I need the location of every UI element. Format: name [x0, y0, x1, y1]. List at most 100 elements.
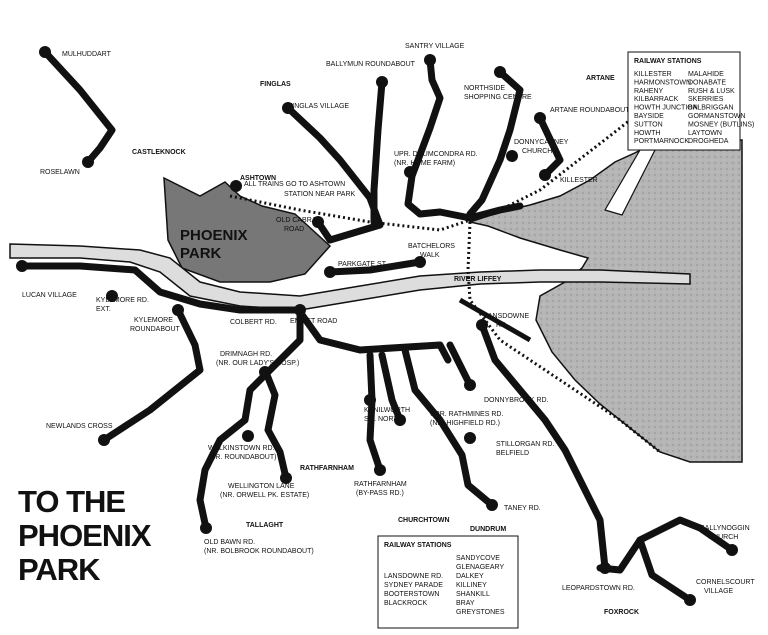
river-liffey: [9, 243, 691, 311]
label-drumcondra-2: (NR. HOME FARM): [394, 160, 455, 167]
label-donnycarney-1: DONNYCARNEY: [514, 139, 569, 146]
label-batchelors-2: WALK: [420, 252, 440, 259]
label-roselawn: ROSELAWN: [40, 169, 80, 176]
label-walkinstown-1: WALKINSTOWN RD.: [208, 445, 275, 452]
label-rathfarnham: RATHFARNHAM: [300, 465, 354, 472]
label-kenilworth-1: KENILWORTH: [364, 407, 410, 414]
label-newlands: NEWLANDS CROSS: [46, 423, 113, 430]
label-wellington-2: (NR. ORWELL PK. ESTATE): [220, 492, 309, 499]
label-donnybrook: DONNYBROOK RD.: [484, 397, 549, 404]
label-lucan: LUCAN VILLAGE: [22, 292, 77, 299]
label-kylemore-rb-1: KYLEMORE: [134, 317, 173, 324]
railway-north-station: KILLESTER: [634, 71, 672, 78]
place-labels: MULHUDDART ROSELAWN CASTLEKNOCK FINGLAS …: [22, 43, 755, 616]
label-kylemore-2: EXT.: [96, 306, 111, 313]
label-finglas: FINGLAS: [260, 81, 291, 88]
label-leopardstown: LEOPARDSTOWN RD.: [562, 585, 635, 592]
label-stillorgan-1: STILLORGAN RD.: [496, 441, 554, 448]
dublin-bay: [467, 139, 743, 463]
label-cornelscourt-1: CORNELSCOURT: [696, 579, 755, 586]
label-artane-rb: ARTANE ROUNDABOUT: [550, 107, 630, 114]
railway-north-station: HOWTH JUNCTION: [634, 105, 698, 112]
railway-south-station: GLENAGEARY: [456, 564, 504, 571]
label-rathmines-1: UPR. RATHMINES RD.: [430, 411, 503, 418]
label-churchtown: CHURCHTOWN: [398, 517, 450, 524]
railway-north-station: DONABATE: [688, 79, 726, 86]
label-colbert: COLBERT RD.: [230, 319, 277, 326]
railway-north-title: RAILWAY STATIONS: [634, 58, 702, 65]
label-finglas-village: FINGLAS VILLAGE: [288, 103, 349, 110]
railway-south-station: BOOTERSTOWN: [384, 591, 439, 598]
label-kenilworth-2: SQ. NORTH: [364, 416, 403, 423]
railway-north-station: SUTTON: [634, 121, 663, 128]
label-wellington-1: WELLINGTON LANE: [228, 483, 295, 490]
label-drumcondra-1: UPR. DRUMCONDRA RD.: [394, 151, 478, 158]
label-old-cabra-1: OLD CABRA: [276, 217, 317, 224]
label-old-bawn-1: OLD BAWN RD.: [204, 539, 255, 546]
title-line1: TO THE: [18, 484, 125, 519]
railway-north-station: RAHENY: [634, 88, 664, 95]
label-dundrum: DUNDRUM: [470, 526, 506, 533]
railway-north-station: HARMONSTOWN: [634, 79, 691, 86]
label-lansdowne-1: LANSDOWNE: [484, 313, 529, 320]
label-old-cabra-2: ROAD: [284, 226, 304, 233]
park-label-line1: PHOENIX: [180, 227, 248, 244]
label-parkgate: PARKGATE ST.: [338, 261, 387, 268]
label-artane: ARTANE: [586, 75, 615, 82]
railway-south-col1: LANSDOWNE RD.SYDNEY PARADEBOOTERSTOWNBLA…: [384, 573, 443, 607]
railway-south-station: GREYSTONES: [456, 609, 505, 616]
label-trains-1: ALL TRAINS GO TO ASHTOWN: [244, 181, 345, 188]
label-tallaght: TALLAGHT: [246, 522, 284, 529]
railway-stations-south-box: RAILWAY STATIONS LANSDOWNE RD.SYDNEY PAR…: [377, 535, 519, 629]
label-emmet: EMMET ROAD: [290, 318, 337, 325]
title-line2: PHOENIX: [18, 518, 152, 553]
railway-south-station: SHANKILL: [456, 591, 490, 598]
railway-south-station: LANSDOWNE RD.: [384, 573, 443, 580]
river-label: RIVER LIFFEY: [454, 276, 502, 283]
railway-south-station: SANDYCOVE: [456, 555, 500, 562]
label-crumlin-1: DRIMNAGH RD.: [220, 351, 272, 358]
label-trains-2: STATION NEAR PARK: [284, 191, 356, 198]
dock-channel: [458, 297, 532, 343]
railway-north-station: BALBRIGGAN: [688, 105, 734, 112]
park-label-line2: PARK: [180, 245, 222, 262]
railway-north-station: LAYTOWN: [688, 130, 722, 137]
label-kylemore-1: KYLEMORE RD.: [96, 297, 149, 304]
label-castleknock: CASTLEKNOCK: [132, 149, 186, 156]
label-foxrock: FOXROCK: [604, 609, 639, 616]
label-rathmines-2: (NR. HIGHFIELD RD.): [430, 420, 500, 427]
label-kylemore-rb-2: ROUNDABOUT: [130, 326, 181, 333]
label-ballymun: BALLYMUN ROUNDABOUT: [326, 61, 416, 68]
railway-north-station: PORTMARNOCK: [634, 138, 689, 145]
railway-north-station: SKERRIES: [688, 96, 724, 103]
label-taney: TANEY RD.: [504, 505, 541, 512]
railway-north: [229, 110, 641, 232]
label-crumlin-2: (NR. OUR LADY'S HOSP.): [216, 360, 299, 367]
label-donnycarney-2: CHURCH: [522, 148, 552, 155]
railway-south-title: RAILWAY STATIONS: [384, 542, 452, 549]
railway-north-station: KILBARRACK: [634, 96, 679, 103]
label-batchelors-1: BATCHELORS: [408, 243, 455, 250]
label-cornelscourt-2: VILLAGE: [704, 588, 734, 595]
label-killester: KILLESTER: [560, 177, 598, 184]
railway-north-station: BAYSIDE: [634, 113, 664, 120]
label-lansdowne-2: RD.: [496, 322, 508, 329]
title-line3: PARK: [18, 552, 101, 587]
label-mulhuddart: MULHUDDART: [62, 51, 112, 58]
label-santry: SANTRY VILLAGE: [405, 43, 465, 50]
railway-south-station: DALKEY: [456, 573, 484, 580]
railway-north-station: GORMANSTOWN: [688, 113, 745, 120]
label-sallynoggin-2: CHURCH: [708, 534, 738, 541]
label-stillorgan-2: BELFIELD: [496, 450, 529, 457]
bus-routes: [18, 48, 736, 604]
railway-north-station: HOWTH: [634, 130, 660, 137]
railway-south-station: BLACKROCK: [384, 600, 428, 607]
label-ashtown: ASHTOWN: [240, 175, 276, 182]
railway-south-col2: SANDYCOVEGLENAGEARYDALKEYKILLINEYSHANKIL…: [456, 555, 505, 616]
label-rathfarnham-bp-1: RATHFARNHAM: [354, 481, 407, 488]
label-northside-2: SHOPPING CENTRE: [464, 94, 532, 101]
